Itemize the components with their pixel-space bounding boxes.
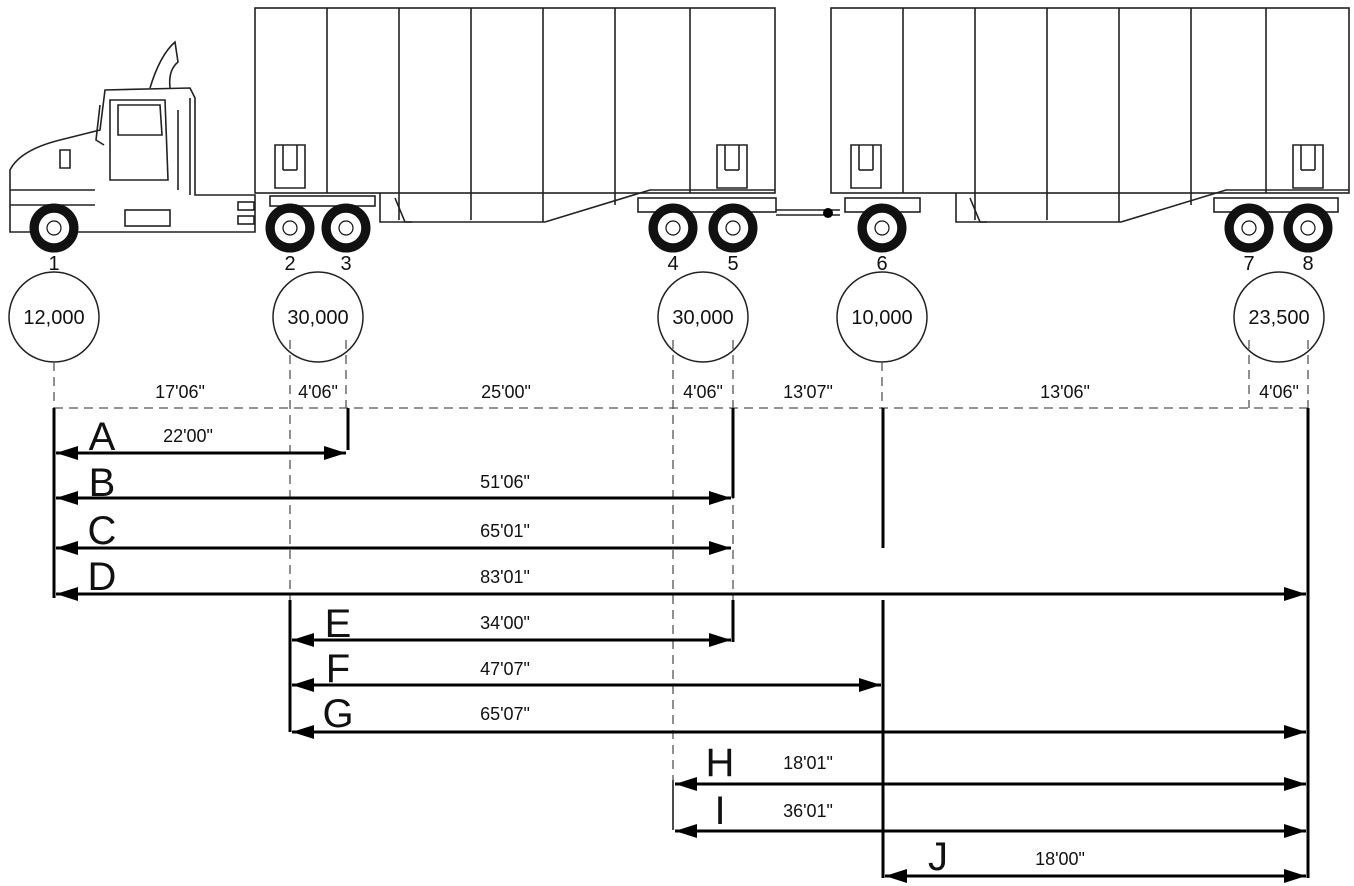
arrowhead bbox=[1284, 587, 1306, 601]
spacing-5-6: 13'07" bbox=[783, 382, 833, 402]
weight-circle-dolly: 10,000 bbox=[836, 271, 928, 363]
axle-numbers: 1 2 3 4 5 6 7 8 bbox=[48, 253, 1313, 275]
arrowhead bbox=[709, 633, 731, 647]
arrowhead bbox=[859, 678, 881, 692]
axle-number-7: 7 bbox=[1243, 253, 1254, 275]
dimension-reference-lines bbox=[52, 408, 1310, 878]
dimension-label-b: 51'06" bbox=[480, 472, 530, 492]
truck-illustration bbox=[9, 7, 1350, 253]
arrowhead bbox=[709, 541, 731, 555]
arrowhead bbox=[1284, 725, 1306, 739]
dimension-letter-i: I bbox=[714, 789, 725, 833]
dimension-arrows: A 22'00" B 51'06" C 65'01" D 83'01" E 34… bbox=[56, 415, 1306, 883]
wheel-part bbox=[338, 220, 354, 236]
wheel-part bbox=[725, 220, 741, 236]
axle-number-1: 1 bbox=[48, 253, 59, 275]
spacing-6-7: 13'06" bbox=[1040, 382, 1090, 402]
weight-circle-steer: 12,000 bbox=[8, 271, 100, 363]
tractor bbox=[9, 40, 256, 233]
dimension-f: F 47'07" bbox=[292, 647, 881, 692]
wheel-axle-5 bbox=[708, 203, 758, 253]
wheel-axle-2 bbox=[265, 203, 315, 253]
wheel-axle-3 bbox=[321, 203, 371, 253]
dimension-d: D 83'01" bbox=[56, 555, 1306, 601]
dimension-letter-c: C bbox=[88, 509, 117, 553]
dimension-j: J 18'00" bbox=[885, 835, 1306, 883]
dimension-c: C 65'01" bbox=[56, 509, 731, 555]
arrowhead bbox=[885, 869, 907, 883]
wheel-part bbox=[46, 220, 62, 236]
wheel-part bbox=[874, 220, 890, 236]
arrowhead bbox=[675, 824, 697, 838]
wheel-axle-4 bbox=[648, 203, 698, 253]
weight-label-steer: 12,000 bbox=[23, 307, 84, 329]
arrowhead bbox=[1284, 869, 1306, 883]
lead-trailer bbox=[254, 7, 777, 223]
dimension-letter-h: H bbox=[706, 741, 735, 785]
axle-spacings: 17'06" 4'06" 25'00" 4'06" 13'07" 13'06" … bbox=[155, 382, 1299, 402]
dimension-letter-g: G bbox=[322, 692, 353, 736]
dimension-label-h: 18'01" bbox=[783, 753, 833, 773]
dimension-e: E 34'00" bbox=[292, 602, 731, 647]
dimension-a: A 22'00" bbox=[56, 415, 346, 460]
arrowhead bbox=[675, 777, 697, 791]
dimension-label-a: 22'00" bbox=[163, 426, 213, 446]
arrowhead bbox=[292, 725, 314, 739]
dimension-label-e: 34'00" bbox=[480, 613, 530, 633]
arrowhead bbox=[292, 633, 314, 647]
arrowhead bbox=[292, 678, 314, 692]
axle-number-3: 3 bbox=[340, 253, 351, 275]
weight-label-drive: 30,000 bbox=[287, 307, 348, 329]
weight-circle-lead-trailer: 30,000 bbox=[657, 271, 749, 363]
dimension-letter-d: D bbox=[88, 555, 117, 599]
spacing-4-5: 4'06" bbox=[683, 382, 723, 402]
weight-label-pup-trailer: 23,500 bbox=[1248, 307, 1309, 329]
weight-label-lead-trailer: 30,000 bbox=[672, 307, 733, 329]
arrowhead bbox=[56, 446, 78, 460]
dimension-label-c: 65'01" bbox=[480, 521, 530, 541]
axle-number-8: 8 bbox=[1302, 253, 1313, 275]
wheel-axle-8 bbox=[1283, 203, 1333, 253]
arrowhead bbox=[324, 446, 346, 460]
pup-trailer bbox=[830, 7, 1350, 223]
spacing-7-8: 4'06" bbox=[1259, 382, 1299, 402]
weight-circle-drive: 30,000 bbox=[272, 271, 364, 363]
axle-number-5: 5 bbox=[727, 253, 738, 275]
axle-group-weights: 12,000 30,000 30,000 10,000 23,500 bbox=[8, 271, 1325, 363]
spacing-1-2: 17'06" bbox=[155, 382, 205, 402]
dimension-label-d: 83'01" bbox=[480, 567, 530, 587]
wheel-part bbox=[1300, 220, 1316, 236]
arrowhead bbox=[56, 587, 78, 601]
arrowhead bbox=[1284, 824, 1306, 838]
dimension-label-j: 18'00" bbox=[1035, 849, 1085, 869]
arrowhead bbox=[56, 541, 78, 555]
dimension-i: I 36'01" bbox=[675, 789, 1306, 838]
dimension-label-f: 47'07" bbox=[480, 659, 530, 679]
weight-circle-pup-trailer: 23,500 bbox=[1233, 271, 1325, 363]
axle-number-2: 2 bbox=[284, 253, 295, 275]
wheel-part bbox=[282, 220, 298, 236]
weight-label-dolly: 10,000 bbox=[851, 307, 912, 329]
wheel-axle-6 bbox=[857, 203, 907, 253]
wheel-axle-1 bbox=[29, 203, 79, 253]
wheels bbox=[29, 203, 1333, 253]
arrowhead bbox=[709, 491, 731, 505]
dimension-letter-j: J bbox=[928, 835, 948, 879]
dimension-label-i: 36'01" bbox=[783, 801, 833, 821]
spacing-3-4: 25'00" bbox=[481, 382, 531, 402]
arrowhead bbox=[56, 491, 78, 505]
spacing-2-3: 4'06" bbox=[298, 382, 338, 402]
dimension-g: G 65'07" bbox=[292, 692, 1306, 739]
arrowhead bbox=[1284, 777, 1306, 791]
axle-guide-lines bbox=[53, 340, 1309, 780]
dimension-label-g: 65'07" bbox=[480, 704, 530, 724]
axle-number-4: 4 bbox=[667, 253, 678, 275]
dimension-h: H 18'01" bbox=[675, 741, 1306, 791]
wheel-part bbox=[665, 220, 681, 236]
wheel-axle-7 bbox=[1224, 203, 1274, 253]
dimension-b: B 51'06" bbox=[56, 461, 731, 505]
axle-number-6: 6 bbox=[876, 253, 887, 275]
wheel-part bbox=[1241, 220, 1257, 236]
